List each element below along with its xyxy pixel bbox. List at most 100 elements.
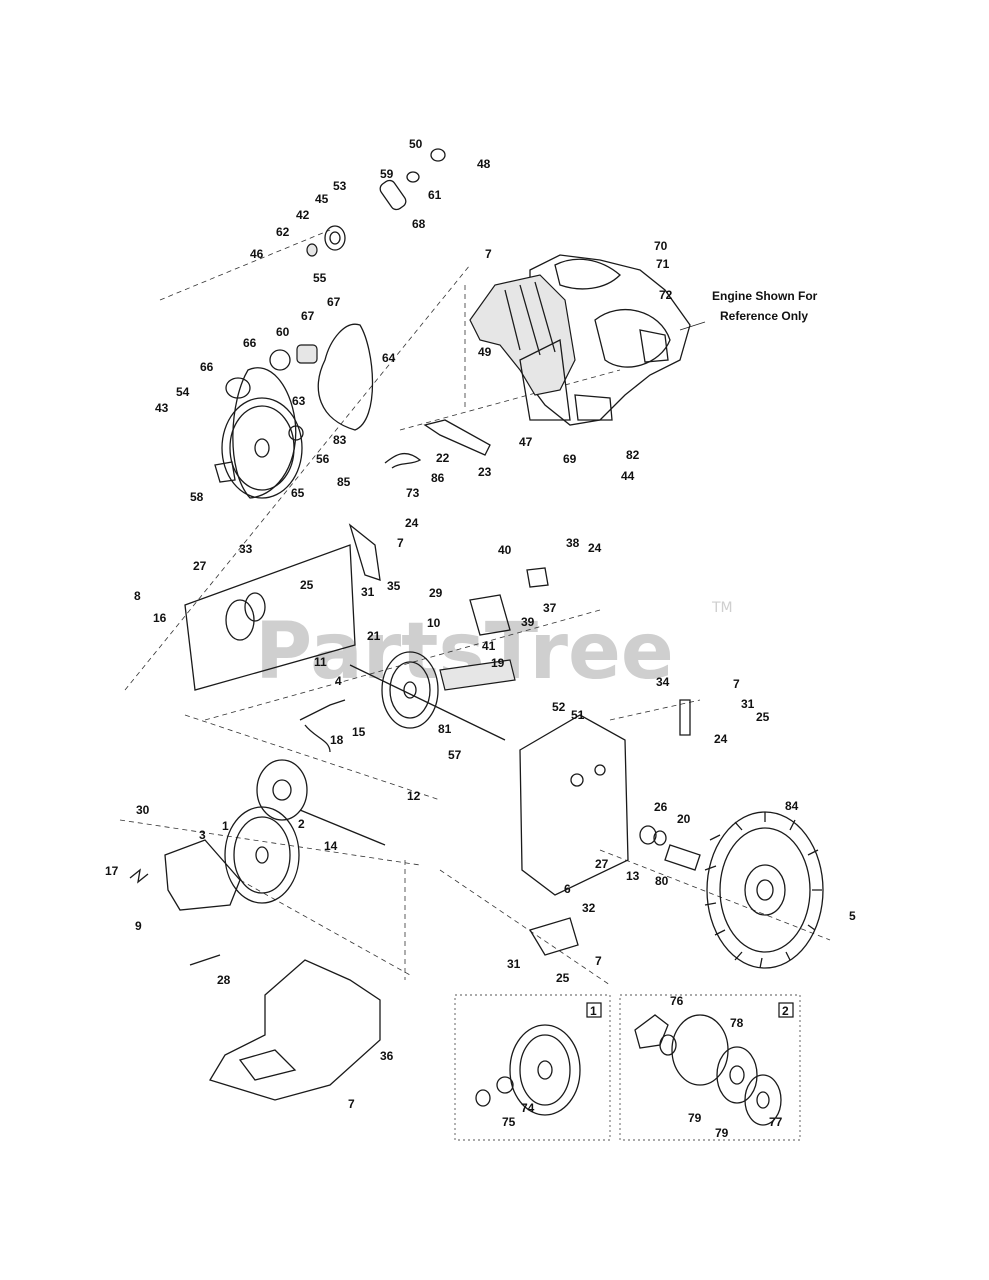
callout: 74 — [521, 1101, 535, 1115]
bracket-32 — [529, 917, 579, 956]
shaft-14 — [299, 809, 386, 846]
callout: 19 — [491, 656, 505, 670]
callout: 59 — [380, 167, 394, 181]
engine — [529, 254, 691, 426]
inset-box-2-label: 2 — [782, 1004, 789, 1018]
spring-73 — [384, 452, 422, 469]
drive-shaft — [349, 651, 516, 741]
callout: 35 — [387, 579, 401, 593]
callout: 27 — [595, 857, 609, 871]
callout: 64 — [382, 351, 396, 365]
callout: 72 — [659, 288, 673, 302]
callout: 7 — [348, 1097, 355, 1111]
callout: 40 — [498, 543, 512, 557]
callout: 85 — [337, 475, 351, 489]
friction-wheels — [224, 759, 308, 904]
callout: 61 — [428, 188, 442, 202]
callout: 84 — [785, 799, 799, 813]
drive-pulleys — [214, 323, 374, 499]
gearbox-housing — [519, 714, 629, 896]
callout: 3 — [199, 828, 206, 842]
callout: 6 — [564, 882, 571, 896]
callout: 60 — [276, 325, 290, 339]
callout: 49 — [478, 345, 492, 359]
callout: 34 — [656, 675, 670, 689]
callout: 56 — [316, 452, 330, 466]
callout: 11 — [314, 655, 327, 669]
callout: 43 — [155, 401, 169, 415]
callout: 5 — [849, 909, 856, 923]
callout: 28 — [217, 973, 231, 987]
callout: 24 — [405, 516, 419, 530]
callout: 55 — [313, 271, 327, 285]
callout: 69 — [563, 452, 577, 466]
bearing-housing — [164, 839, 241, 911]
callout: 7 — [733, 677, 740, 691]
callout: 15 — [352, 725, 366, 739]
callout: 18 — [330, 733, 344, 747]
callout: 38 — [566, 536, 580, 550]
callout: 7 — [485, 247, 492, 261]
callout: 39 — [521, 615, 535, 629]
callout: 25 — [756, 710, 770, 724]
callout: 36 — [380, 1049, 394, 1063]
callout: 26 — [654, 800, 668, 814]
callout: 45 — [315, 192, 329, 206]
callout: 77 — [769, 1115, 783, 1129]
callout: 80 — [655, 874, 669, 888]
callout: 31 — [507, 957, 521, 971]
callout: 25 — [556, 971, 570, 985]
callout: 8 — [134, 589, 141, 603]
callout: 51 — [571, 708, 585, 722]
engine-note-line1: Engine Shown For — [712, 289, 818, 303]
callout: 30 — [136, 803, 150, 817]
callout: 50 — [409, 137, 423, 151]
callout: 14 — [324, 839, 338, 853]
callout: 16 — [153, 611, 167, 625]
callout: 24 — [714, 732, 728, 746]
callout: 48 — [477, 157, 491, 171]
callout: 81 — [438, 722, 452, 736]
callout: 33 — [239, 542, 253, 556]
callout: 25 — [300, 578, 314, 592]
inset-1: 1 — [454, 994, 611, 1141]
callout: 1 — [222, 819, 229, 833]
callout: 65 — [291, 486, 305, 500]
bearing-26 — [639, 825, 657, 845]
callout: 66 — [243, 336, 257, 350]
frame-plate — [184, 523, 381, 691]
callout: 42 — [296, 208, 310, 222]
spacer-80 — [664, 844, 701, 871]
tire-wheel — [704, 811, 824, 969]
callout: 9 — [135, 919, 142, 933]
callout: 17 — [105, 864, 119, 878]
callout: 10 — [427, 616, 441, 630]
callout: 31 — [361, 585, 375, 599]
callout: 31 — [741, 697, 755, 711]
callout: 41 — [482, 639, 496, 653]
spring-17 — [129, 868, 149, 884]
callout: 46 — [250, 247, 264, 261]
callout: 22 — [436, 451, 450, 465]
callouts: 50 48 59 53 61 45 42 68 62 46 55 7 70 71… — [105, 137, 856, 1140]
callout: 53 — [333, 179, 347, 193]
callout: 44 — [621, 469, 635, 483]
bracket-23 — [423, 419, 491, 456]
callout: 57 — [448, 748, 462, 762]
callout: 12 — [407, 789, 421, 803]
engine-note-line2: Reference Only — [720, 309, 808, 323]
callout: 71 — [656, 257, 670, 271]
bracket-40 — [526, 567, 549, 588]
skid-plate — [209, 959, 381, 1101]
spring-28 — [189, 954, 221, 966]
bracket-41 — [469, 594, 511, 636]
callout: 76 — [670, 994, 684, 1008]
callout: 23 — [478, 465, 492, 479]
callout: 7 — [397, 536, 404, 550]
callout: 79 — [715, 1126, 729, 1140]
inset-box-1-label: 1 — [590, 1004, 597, 1018]
callout: 78 — [730, 1016, 744, 1030]
callout: 73 — [406, 486, 420, 500]
lever-4 — [299, 699, 346, 721]
